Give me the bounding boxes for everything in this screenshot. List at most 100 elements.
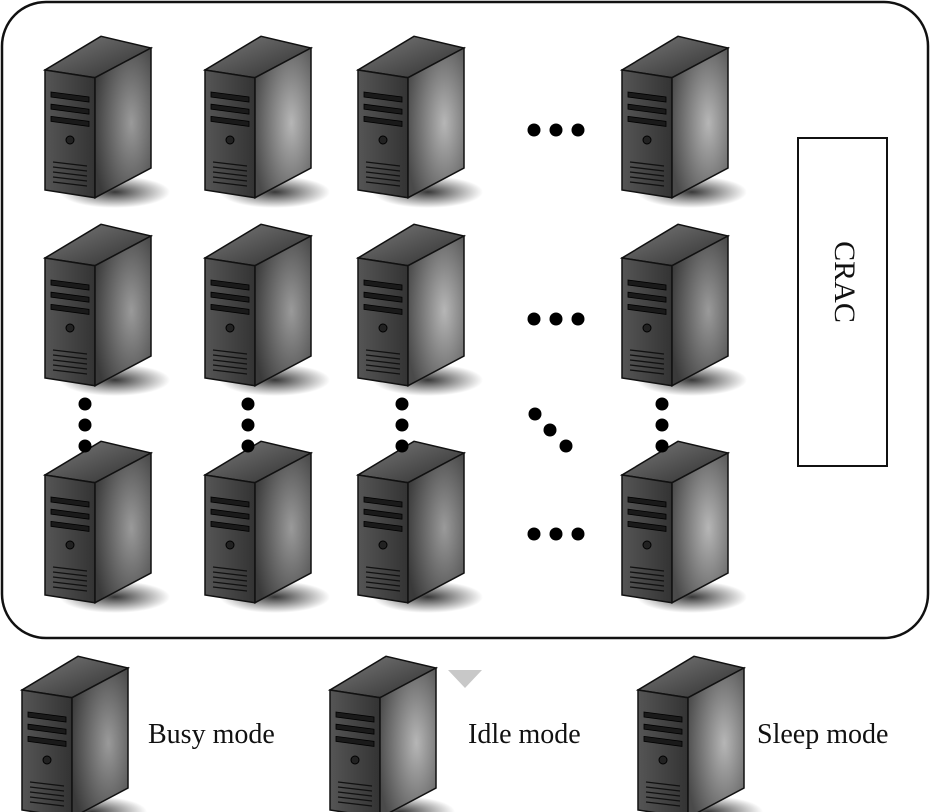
power-button bbox=[225, 323, 235, 333]
vent-line bbox=[212, 566, 248, 572]
drive-bay bbox=[363, 291, 403, 303]
vent-line bbox=[365, 566, 401, 572]
server-side bbox=[671, 451, 729, 604]
vent-line bbox=[212, 171, 248, 177]
power-button bbox=[65, 323, 75, 333]
vent-line bbox=[365, 586, 401, 592]
vent-line bbox=[645, 786, 681, 792]
ellipsis-dot bbox=[549, 527, 563, 541]
vent-line bbox=[629, 176, 665, 182]
ellipsis-dot bbox=[559, 439, 573, 453]
server-r3-c1 bbox=[42, 440, 170, 613]
vent-line bbox=[212, 581, 248, 587]
vent-line bbox=[52, 586, 88, 592]
server-r3-c2 bbox=[202, 440, 330, 613]
drive-bay bbox=[210, 496, 250, 508]
power-button bbox=[350, 755, 360, 765]
drive-bay bbox=[643, 723, 683, 735]
drive-bay bbox=[50, 303, 90, 315]
server-side bbox=[407, 451, 465, 604]
vent-line bbox=[52, 171, 88, 177]
vent-line bbox=[365, 581, 401, 587]
cursor-marker bbox=[448, 670, 482, 688]
drive-bay bbox=[335, 735, 375, 747]
ellipsis-dot bbox=[78, 439, 92, 453]
vent-line bbox=[52, 176, 88, 182]
vent-line bbox=[52, 161, 88, 167]
vent-line bbox=[337, 791, 373, 797]
drive-bay bbox=[643, 711, 683, 723]
vent-line bbox=[29, 801, 65, 807]
vent-line bbox=[629, 571, 665, 577]
server-r2-c3 bbox=[355, 223, 483, 396]
ellipsis-dot bbox=[241, 439, 255, 453]
vent-line bbox=[629, 166, 665, 172]
legend-label-sleep: Sleep mode bbox=[757, 719, 888, 750]
power-button bbox=[65, 540, 75, 550]
ellipsis-dot bbox=[571, 527, 585, 541]
drive-bay bbox=[363, 279, 403, 291]
drive-bay bbox=[627, 115, 667, 127]
server-side bbox=[254, 234, 312, 387]
power-button bbox=[378, 323, 388, 333]
power-button bbox=[42, 755, 52, 765]
ellipsis-dot bbox=[241, 418, 255, 432]
vent-line bbox=[212, 369, 248, 375]
vent-line bbox=[212, 571, 248, 577]
server-side bbox=[671, 46, 729, 199]
vent-line bbox=[365, 571, 401, 577]
power-button bbox=[642, 323, 652, 333]
vent-line bbox=[29, 781, 65, 787]
ellipsis-dot bbox=[78, 418, 92, 432]
legend: Busy mode Idle mode Sleep mode bbox=[19, 655, 888, 812]
vent-line bbox=[365, 171, 401, 177]
power-button bbox=[225, 540, 235, 550]
drive-bay bbox=[335, 723, 375, 735]
vent-line bbox=[52, 369, 88, 375]
vent-line bbox=[29, 796, 65, 802]
server-r1-c1 bbox=[42, 35, 170, 208]
vent-line bbox=[365, 166, 401, 172]
power-button bbox=[642, 135, 652, 145]
drive-bay bbox=[335, 711, 375, 723]
vent-line bbox=[365, 576, 401, 582]
ellipsis-dot bbox=[527, 312, 541, 326]
drive-bay bbox=[210, 103, 250, 115]
vent-line bbox=[645, 796, 681, 802]
drive-bay bbox=[627, 496, 667, 508]
vent-line bbox=[212, 166, 248, 172]
vent-line bbox=[629, 181, 665, 187]
drive-bay bbox=[627, 279, 667, 291]
server-side bbox=[71, 666, 129, 812]
server-r2-c4 bbox=[619, 223, 747, 396]
vent-line bbox=[365, 354, 401, 360]
drive-bay bbox=[210, 115, 250, 127]
vent-line bbox=[365, 364, 401, 370]
vent-line bbox=[212, 364, 248, 370]
ellipsis-dot bbox=[527, 123, 541, 137]
vent-line bbox=[629, 171, 665, 177]
drive-bay bbox=[50, 496, 90, 508]
drive-bay bbox=[627, 91, 667, 103]
vent-line bbox=[212, 586, 248, 592]
crac-unit bbox=[797, 137, 888, 467]
vent-line bbox=[52, 576, 88, 582]
drive-bay bbox=[363, 91, 403, 103]
vent-line bbox=[365, 359, 401, 365]
vent-line bbox=[212, 181, 248, 187]
vent-line bbox=[29, 786, 65, 792]
vent-line bbox=[212, 176, 248, 182]
drive-bay bbox=[210, 279, 250, 291]
server-side bbox=[379, 666, 437, 812]
server-grid bbox=[42, 35, 747, 613]
legend-label-busy: Busy mode bbox=[148, 719, 275, 750]
vent-line bbox=[52, 349, 88, 355]
vent-line bbox=[365, 176, 401, 182]
ellipsis-dot bbox=[395, 439, 409, 453]
vent-line bbox=[52, 166, 88, 172]
drive-bay bbox=[627, 303, 667, 315]
legend-icon-sleep bbox=[635, 655, 763, 812]
vent-line bbox=[212, 576, 248, 582]
vent-line bbox=[365, 161, 401, 167]
